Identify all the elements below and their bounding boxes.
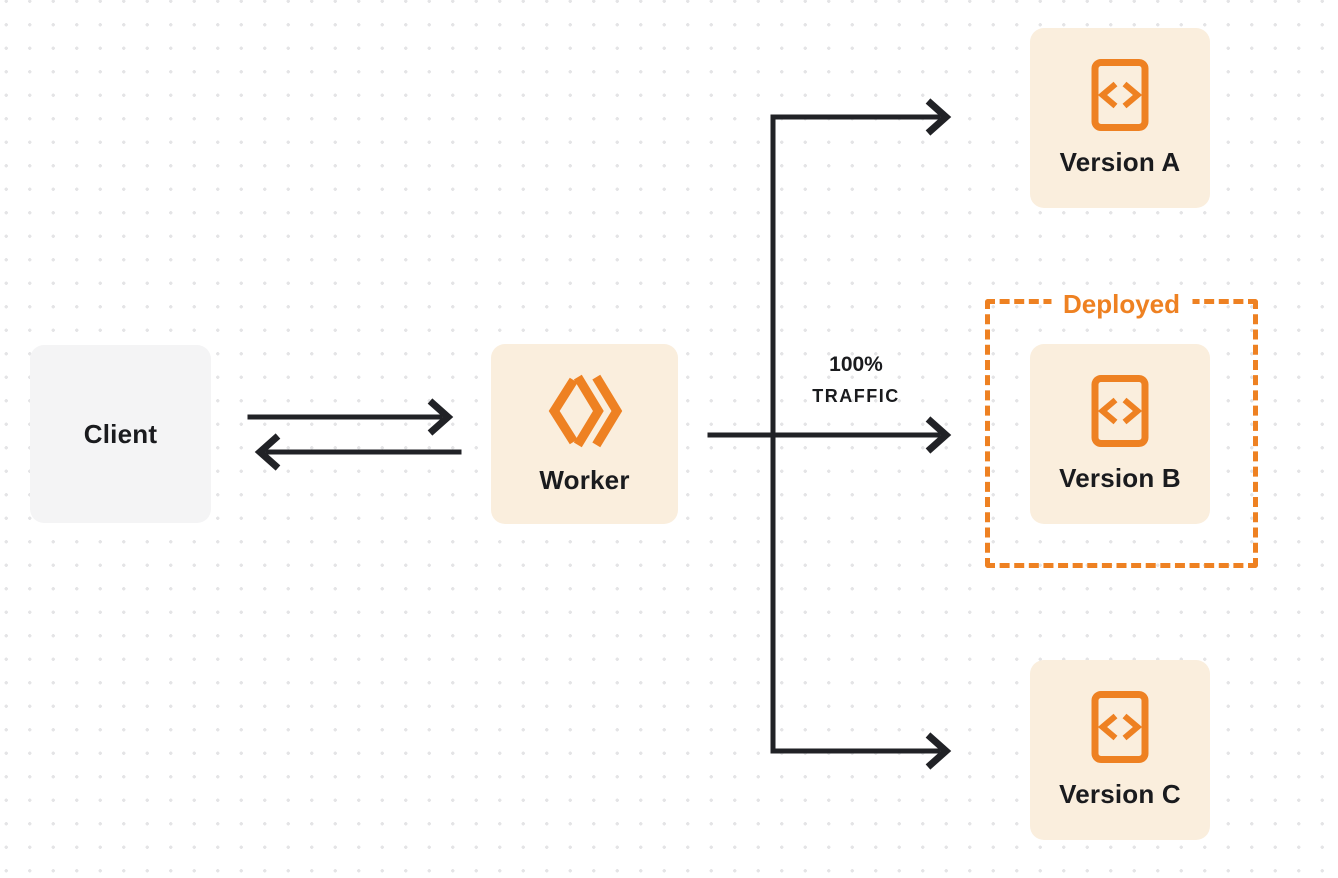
- deployed-group-outline: Deployed: [985, 286, 1258, 568]
- version-b-node: Version B: [1030, 344, 1210, 524]
- version-c-node: Version C: [1030, 660, 1210, 840]
- code-file-icon: [1091, 374, 1149, 447]
- deployed-group-label: Deployed: [1050, 286, 1193, 322]
- version-a-node: Version A: [1030, 28, 1210, 208]
- code-file-icon: [1091, 58, 1149, 131]
- arrow-to-version-b: [925, 416, 952, 454]
- traffic-word-text: TRAFFIC: [812, 386, 900, 406]
- client-label: Client: [83, 418, 158, 449]
- workers-logo-icon: [547, 373, 623, 449]
- version-a-label: Version A: [1059, 146, 1181, 177]
- version-b-label: Version B: [1059, 462, 1181, 493]
- client-node: Client: [30, 345, 211, 523]
- arrow-to-version-a: [925, 98, 952, 136]
- traffic-split-line: [707, 114, 941, 754]
- traffic-percent-text: 100%: [829, 353, 883, 376]
- worker-label: Worker: [539, 464, 630, 495]
- client-to-worker-arrow: [247, 398, 454, 436]
- worker-to-client-arrow: [254, 433, 462, 471]
- version-c-label: Version C: [1059, 778, 1181, 809]
- arrow-to-version-c: [925, 732, 952, 770]
- worker-node: Worker: [491, 344, 678, 524]
- code-file-icon: [1091, 690, 1149, 763]
- traffic-annotation: 100% TRAFFIC: [781, 350, 931, 412]
